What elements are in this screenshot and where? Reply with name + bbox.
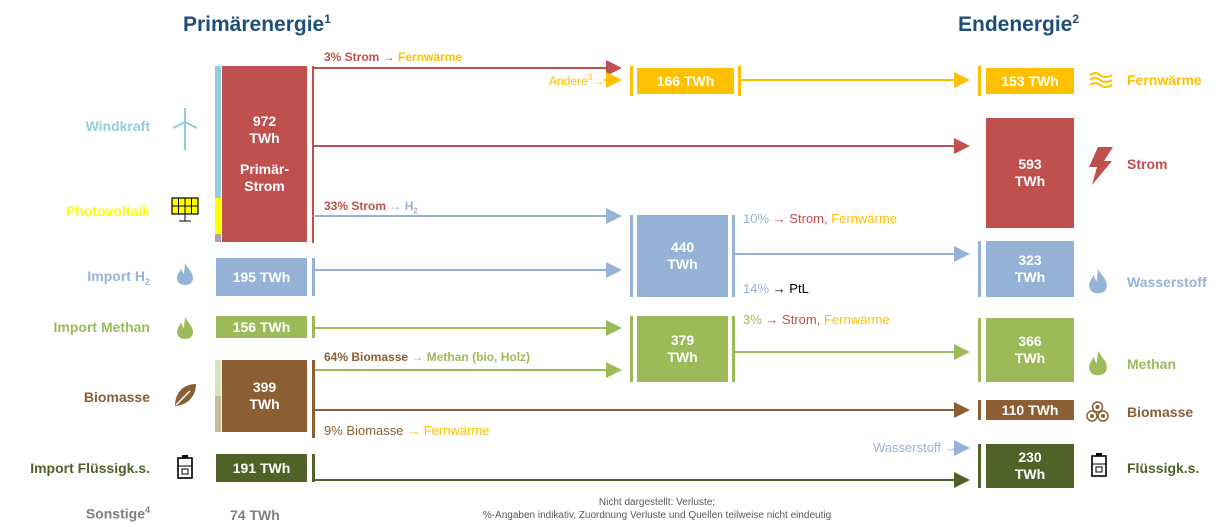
dest-fernwaerme: Fernwärme: [1127, 72, 1202, 88]
box-end-fluessig: 230 TWh: [986, 444, 1074, 488]
methan-flame-icon: [177, 317, 193, 339]
footnote-line2: %-Angaben indikativ, Zuordnung Verluste …: [482, 510, 832, 521]
lightning-icon: [1089, 147, 1113, 185]
end-wasserstoff-unit: TWh: [1014, 269, 1046, 285]
oil-barrel-icon: [177, 455, 193, 479]
oil-barrel-dest-icon: [1091, 453, 1107, 477]
flow-label-methan-strom-fw: 3% → Strom, Fernwärme: [743, 312, 890, 327]
source-windkraft: Windkraft: [85, 118, 150, 134]
box-mid-fernwaerme: 166 TWh: [637, 68, 734, 94]
h2-flame-dest-icon: [1089, 268, 1107, 294]
mid-h2-value: 440: [670, 239, 695, 255]
flow-label-wasserstoff-in: Wasserstoff →: [873, 440, 958, 455]
end-methan-value: 366: [1018, 333, 1042, 349]
box-end-methan: 366 TWh: [986, 318, 1074, 382]
end-wasserstoff-value: 323: [1018, 252, 1042, 268]
flow-label-strom-fernwaerme: 3% Strom → Fernwärme: [324, 50, 463, 64]
box-biomasse: 399 TWh: [222, 360, 307, 432]
box-end-fernwaerme: 153 TWh: [986, 68, 1074, 94]
end-strom-value: 593: [1018, 156, 1042, 172]
box-end-wasserstoff: 323 TWh: [986, 241, 1074, 297]
end-fluessig-value: 230: [1018, 449, 1042, 465]
heat-waves-icon: [1089, 72, 1113, 88]
source-import-h2: Import H2: [87, 268, 150, 287]
end-strom-unit: TWh: [1014, 173, 1046, 189]
dest-wasserstoff: Wasserstoff: [1127, 274, 1207, 290]
source-biomasse: Biomasse: [83, 389, 150, 405]
source-photovoltaik: Photovoltaik: [65, 203, 150, 219]
box-end-biomasse: 110 TWh: [986, 400, 1074, 420]
box-mid-methan: 379 TWh: [637, 316, 728, 382]
wind-turbine-icon: [172, 108, 198, 150]
box-mid-h2: 440 TWh: [637, 215, 728, 297]
h2-flame-icon: [177, 263, 193, 285]
box-end-strom: 593 TWh: [986, 118, 1074, 228]
dest-methan: Methan: [1127, 356, 1176, 372]
mid-h2-unit: TWh: [667, 256, 698, 272]
methan-flame-dest-icon: [1089, 350, 1107, 376]
footnote-line1: Nicht dargestellt: Verluste;: [598, 497, 716, 508]
biomasse-unit: TWh: [249, 396, 280, 412]
primaer-strom-name: Primär-: [239, 161, 290, 177]
primary-energy-header: Primärenergie1: [183, 12, 331, 36]
flow-label-strom-h2: 33% Strom → H2: [324, 199, 418, 216]
primaer-strom-value: 972: [252, 113, 277, 129]
wood-logs-icon: [1086, 401, 1109, 422]
mid-methan-unit: TWh: [667, 349, 698, 365]
source-import-fluessig: Import Flüssigk.s.: [30, 460, 150, 476]
sonstige-value: 74 TWh: [230, 507, 280, 523]
biomasse-value: 399: [252, 379, 277, 395]
flow-label-ptl: 14% → PtL: [743, 281, 809, 296]
flow-label-biomasse-fernwaerme: 9% Biomasse → Fernwärme: [324, 423, 490, 438]
leaf-icon: [175, 384, 196, 406]
primaer-strom-unit: TWh: [249, 130, 280, 146]
flow-label-andere: Andere3→: [549, 73, 605, 88]
mid-methan-value: 379: [670, 332, 695, 348]
final-energy-header: Endenergie2: [958, 12, 1080, 36]
source-sonstige: Sonstige4: [85, 505, 150, 522]
end-fluessig-unit: TWh: [1014, 466, 1046, 482]
flow-label-biomasse-methan: 64% Biomasse → Methan (bio, Holz): [324, 350, 531, 364]
flow-label-h2-strom-fw: 10% → Strom, Fernwärme: [743, 211, 897, 226]
solar-panel-icon: [171, 197, 199, 222]
primaer-strom-name2: Strom: [244, 178, 285, 194]
box-import-fluessig: 191 TWh: [216, 454, 307, 482]
dest-biomasse: Biomasse: [1127, 404, 1194, 420]
dest-strom: Strom: [1127, 156, 1168, 172]
box-primaer-strom: 972 TWh Primär- Strom: [222, 66, 307, 242]
dest-fluessig: Flüssigk.s.: [1127, 460, 1200, 476]
footnote: Nicht dargestellt: Verluste; %-Angaben i…: [427, 496, 887, 522]
box-import-h2: 195 TWh: [216, 258, 307, 296]
source-import-methan: Import Methan: [53, 319, 150, 335]
box-import-methan: 156 TWh: [216, 316, 307, 338]
end-methan-unit: TWh: [1014, 350, 1046, 366]
